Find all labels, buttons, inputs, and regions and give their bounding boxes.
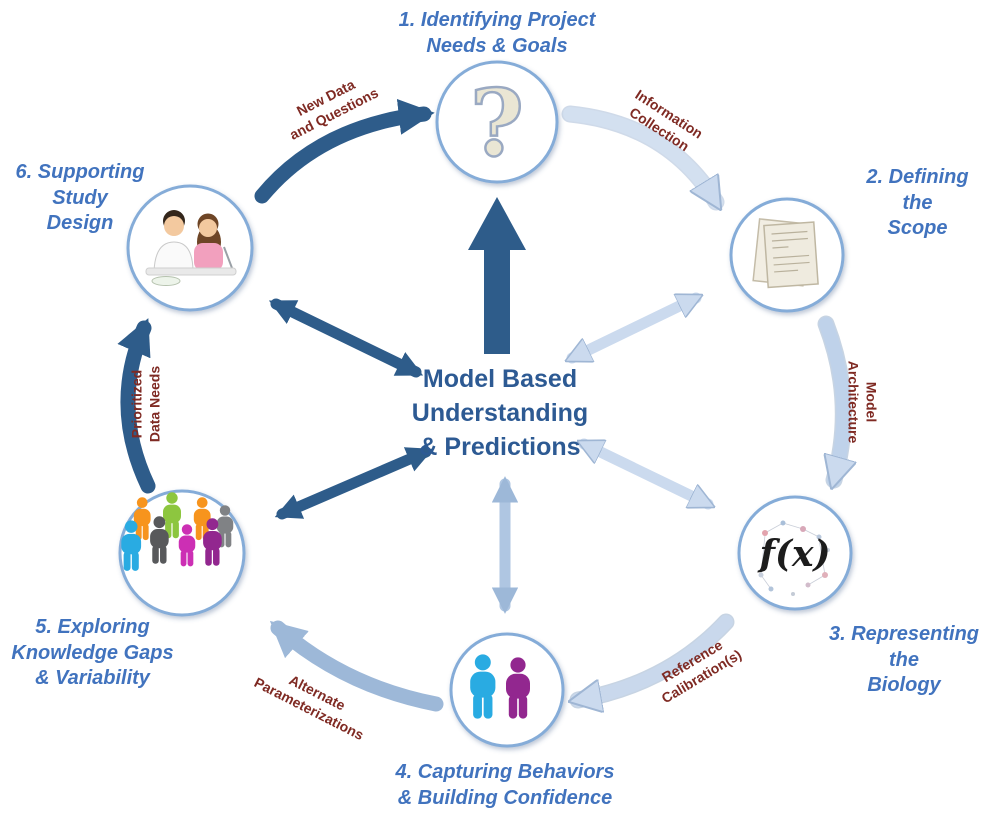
transition-label-prioritized-data-needs: Prioritized Data Needs: [128, 365, 163, 443]
stage-name: Exploring Knowledge Gaps & Variability: [11, 616, 174, 690]
stage-label-6: 6. Supporting Study Design: [0, 160, 160, 237]
arrow-center-5: [274, 446, 434, 520]
stage-name: Representing the Biology: [851, 623, 980, 697]
transition-label-model-architecture: Model Architecture: [846, 360, 880, 444]
stage-number: 5.: [35, 616, 52, 638]
arrow-3-to-4: [578, 615, 733, 700]
arrow-center-3: [584, 438, 708, 510]
stage-label-5: 5. Exploring Knowledge Gaps & Variabilit…: [5, 615, 180, 692]
transition-arrows: [117, 99, 843, 712]
fx-text: f(x): [756, 533, 830, 575]
stage-number: 6.: [15, 161, 33, 183]
center-hub-label: Model Based Understanding & Predictions: [411, 365, 589, 461]
stage-label-1: 1. Identifying Project Needs & Goals: [347, 8, 647, 59]
arrow-6-to-1: [254, 99, 435, 204]
study-team-icon: [145, 210, 237, 286]
arrow-center-2: [572, 292, 696, 364]
arrow-center-to-1: [468, 197, 526, 354]
node-2: [729, 197, 845, 313]
function-network-icon: f(x): [756, 520, 831, 596]
center-arrows: [268, 197, 708, 614]
stage-number: 4.: [395, 761, 413, 783]
documents-icon: [752, 218, 819, 289]
question-mark-icon: ?: [470, 69, 524, 177]
node-1: ?: [435, 60, 559, 184]
stage-name: Capturing Behaviors & Building Confidenc…: [397, 761, 615, 809]
stage-number: 2.: [866, 166, 884, 188]
node-4: [449, 632, 565, 748]
stage-number: 1.: [398, 9, 416, 31]
node-1-circle: [435, 60, 559, 184]
node-5: [118, 489, 246, 617]
stage-name: Supporting Study Design: [37, 161, 145, 235]
stage-label-3: 3. Representing the Biology: [823, 622, 985, 699]
stage-nodes: ?: [118, 60, 853, 748]
node-6: [126, 184, 254, 312]
stage-label-4: 4. Capturing Behaviors & Building Confid…: [330, 760, 680, 811]
arrow-4-to-5: [269, 620, 444, 712]
stage-label-2: 2. Defining the Scope: [845, 165, 990, 242]
arrow-5-to-6: [117, 318, 156, 494]
arrow-center-6: [268, 298, 424, 378]
node-3: f(x): [737, 495, 853, 611]
arrow-1-to-2: [563, 107, 723, 202]
stage-name: Identifying Project Needs & Goals: [420, 9, 596, 57]
arrow-2-to-3: [819, 317, 843, 480]
stage-name: Defining the Scope: [887, 166, 969, 240]
node-3-circle: [737, 495, 853, 611]
stage-number: 3.: [828, 623, 846, 645]
